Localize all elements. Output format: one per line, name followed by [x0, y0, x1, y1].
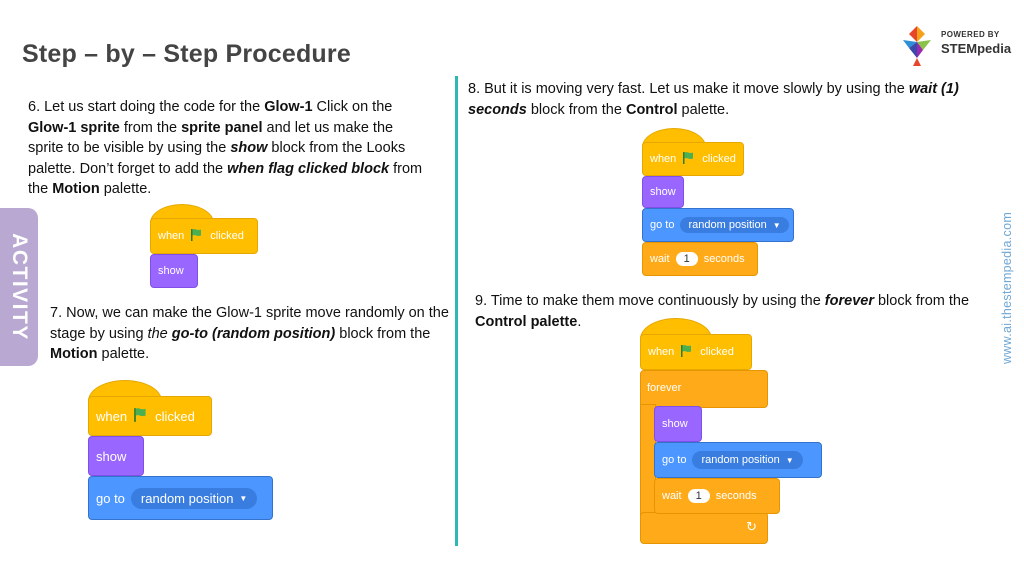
wait-value: 1	[675, 252, 698, 266]
forever-block-top	[640, 370, 768, 408]
column-divider	[455, 76, 458, 546]
powered-by-label: POWERED BY	[941, 30, 1000, 39]
wait-value: 1	[687, 489, 710, 503]
random-position-dropdown: random position▼	[130, 487, 258, 509]
random-position-dropdown: random position▼	[680, 217, 789, 233]
green-flag-icon	[682, 151, 696, 168]
show-block: show	[88, 436, 144, 476]
code-stack-step-9: when clicked forever ↻ show go to random…	[640, 318, 830, 544]
loop-arrow-icon: ↻	[746, 519, 757, 534]
code-stack-step-8: when clicked show go to random position▼…	[642, 128, 802, 280]
stempedia-logo: POWERED BY STEMpedia	[895, 24, 1015, 70]
step-6-text: 6. Let us start doing the code for the G…	[28, 99, 423, 197]
wait-seconds-block: wait 1 seconds	[654, 478, 780, 514]
wait-seconds-block: wait 1 seconds	[642, 242, 758, 276]
green-flag-icon	[190, 228, 204, 245]
dropdown-caret-icon: ▼	[772, 220, 781, 230]
when-flag-clicked-block: when clicked	[150, 218, 258, 254]
go-to-random-position-block: go to random position▼	[88, 476, 273, 520]
green-flag-icon	[680, 344, 694, 361]
show-block: show	[642, 176, 684, 208]
when-flag-clicked-block: when clicked	[642, 142, 744, 176]
go-to-random-position-block: go to random position▼	[642, 208, 794, 242]
when-flag-clicked-block: when clicked	[640, 334, 752, 370]
forever-label: forever	[647, 382, 682, 394]
code-stack-step-7: when clicked show go to random position▼	[88, 380, 278, 522]
page-title: Step – by – Step Procedure	[22, 40, 351, 68]
step-7-text: 7. Now, we can make the Glow-1 sprite mo…	[50, 305, 449, 362]
dropdown-caret-icon: ▼	[239, 493, 248, 503]
step-9-text: 9. Time to make them move continuously b…	[475, 293, 970, 330]
show-block: show	[654, 406, 702, 442]
forever-block-bottom: ↻	[640, 512, 768, 544]
when-flag-clicked-block: when clicked	[88, 396, 212, 436]
go-to-random-position-block: go to random position▼	[654, 442, 822, 478]
stempedia-logo-icon	[903, 26, 931, 66]
random-position-dropdown: random position▼	[692, 451, 803, 469]
activity-tab-label: ACTIVITY	[8, 233, 31, 341]
show-block: show	[150, 254, 198, 288]
dropdown-caret-icon: ▼	[785, 455, 794, 465]
brand-name: STEMpedia	[941, 41, 1012, 56]
website-url: www.ai.thestempedia.com	[1000, 211, 1014, 365]
green-flag-icon	[133, 407, 149, 426]
activity-tab: ACTIVITY	[0, 208, 38, 366]
step-8-text: 8. But it is moving very fast. Let us ma…	[468, 81, 959, 118]
code-stack-step-6: when clicked show	[150, 204, 260, 294]
